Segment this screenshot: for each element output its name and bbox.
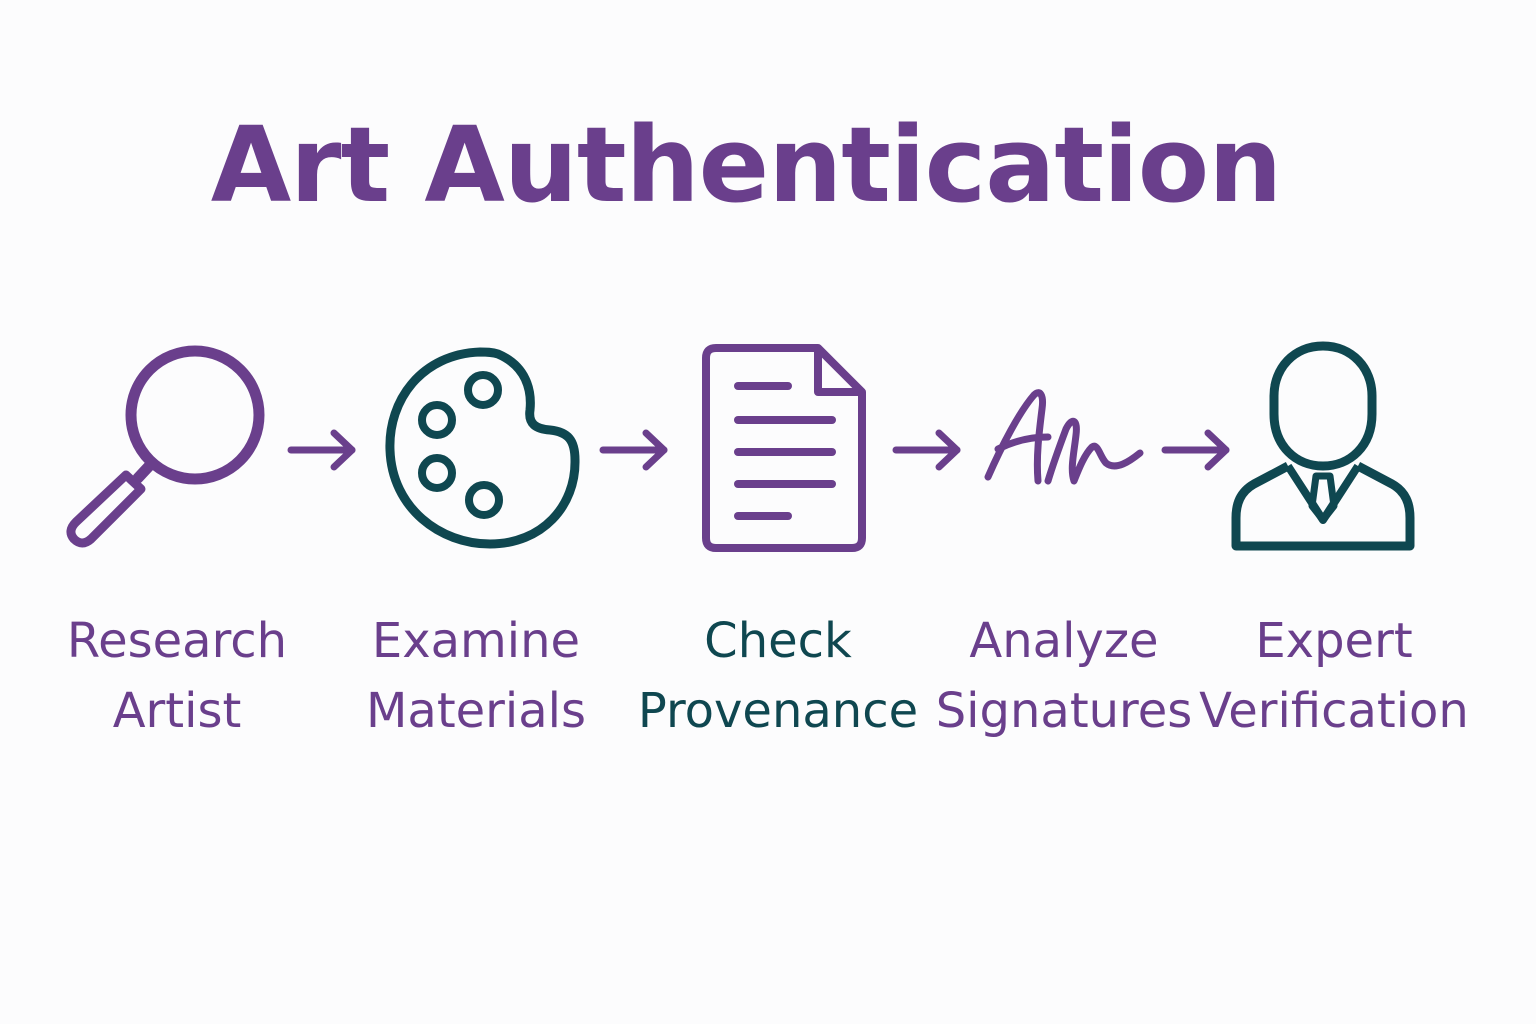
step-label-examine-materials: Examine Materials: [316, 606, 636, 746]
document-icon: [702, 344, 866, 552]
arrow-right-icon: [1161, 429, 1230, 471]
step-label-line: Expert: [1255, 613, 1413, 669]
step-label-research-artist: Research Artist: [17, 606, 337, 746]
step-label-line: Examine: [371, 613, 581, 669]
step-label-line: Materials: [365, 683, 586, 739]
arrow-right-icon: [599, 429, 668, 471]
step-label-line: Check: [704, 613, 852, 669]
person-icon: [1231, 341, 1415, 551]
arrow-right-icon: [892, 429, 961, 471]
step-label-check-provenance: Check Provenance: [618, 606, 938, 746]
magnifying-glass-icon: [66, 345, 265, 548]
step-label-analyze-signatures: Analyze Signatures: [904, 606, 1224, 746]
palette-icon: [385, 347, 580, 549]
step-label-line: Provenance: [637, 683, 919, 739]
arrow-right-icon: [287, 429, 356, 471]
step-label-line: Artist: [112, 683, 242, 739]
step-label-line: Research: [66, 613, 288, 669]
diagram-title: Art Authentication: [210, 104, 1283, 226]
step-label-line: Verification: [1199, 683, 1469, 739]
signature-icon: [984, 389, 1144, 485]
step-label-line: Analyze: [969, 613, 1159, 669]
step-label-line: Signatures: [935, 683, 1193, 739]
step-label-expert-verification: Expert Verification: [1174, 606, 1494, 746]
